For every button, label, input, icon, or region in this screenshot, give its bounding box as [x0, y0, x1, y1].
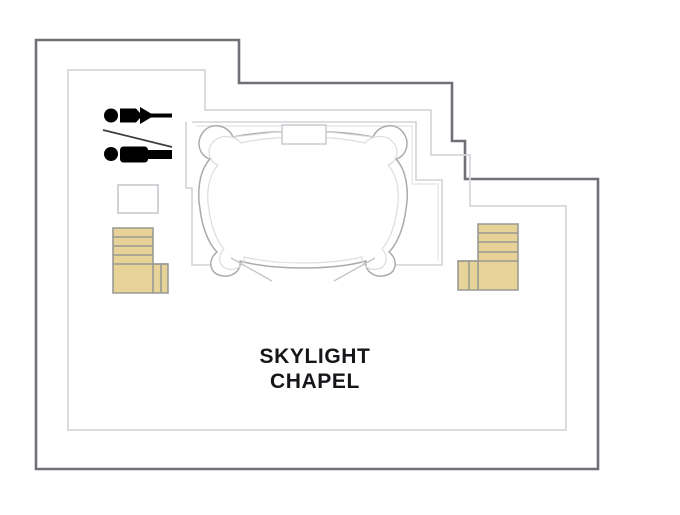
room-label-skylight-chapel: SKYLIGHT CHAPEL [260, 345, 371, 393]
skylight-frame-outline [185, 121, 443, 266]
skylight-sightline-left [230, 257, 273, 282]
outer-wall-highlight [38, 42, 596, 467]
restroom-icon-group [102, 107, 173, 214]
outer-wall-group [34, 38, 600, 471]
skylight-dome-inner-echo [207, 135, 399, 270]
divider-line-icon [102, 129, 173, 148]
room-label-line-2: CHAPEL [270, 370, 360, 393]
skylight-frame-inner [196, 125, 439, 261]
skylight-dome-feature [185, 121, 443, 282]
skylight-dome-outline [198, 125, 408, 277]
stairs-port [112, 227, 169, 294]
woman-body-icon [120, 107, 172, 124]
altar-table-icon [281, 124, 327, 145]
inner-room-outline [67, 69, 567, 431]
stairs-starboard [457, 223, 519, 291]
man-restroom-icon [104, 146, 172, 163]
outer-wall-outline [34, 38, 600, 471]
woman-head-icon [104, 108, 118, 123]
rectangle-fixture-icon [117, 184, 159, 214]
skylight-top-chord-right [319, 130, 375, 138]
skylight-top-chord-left [231, 130, 287, 138]
man-torso-icon [120, 146, 148, 163]
woman-restroom-icon [104, 107, 172, 124]
man-legs-icon [146, 150, 172, 159]
room-label-line-1: SKYLIGHT [260, 345, 371, 368]
man-head-icon [104, 147, 118, 161]
stairs-starboard-outline [457, 223, 519, 291]
inner-room-outline-group [67, 69, 567, 431]
skylight-sightline-right [333, 257, 376, 282]
